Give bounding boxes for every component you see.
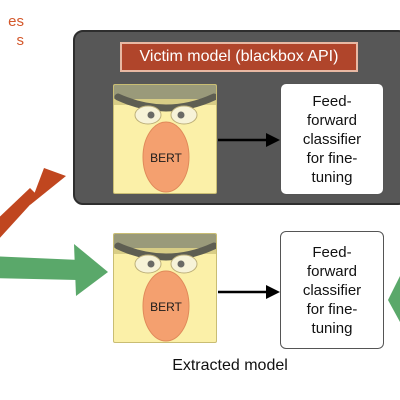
cropped-text-line: es xyxy=(8,13,24,30)
victim-model-title: Victim model (blackbox API) xyxy=(120,42,358,72)
classifier-line: forward xyxy=(306,111,357,129)
extracted-bert-label: BERT xyxy=(150,300,182,314)
classifier-line: Feed- xyxy=(312,92,352,110)
victim-bert-label: BERT xyxy=(150,151,182,165)
green-arrow-partial-icon xyxy=(388,276,400,322)
extracted-classifier-box: Feed- forward classifier for fine- tunin… xyxy=(280,231,384,349)
classifier-line: Feed- xyxy=(312,243,352,261)
classifier-line: for fine- xyxy=(306,300,358,318)
victim-classifier-box: Feed- forward classifier for fine- tunin… xyxy=(280,83,384,195)
classifier-line: forward xyxy=(306,262,357,280)
cropped-text-line: s xyxy=(16,32,25,49)
bert-face-icon xyxy=(114,85,216,193)
bert-face-icon xyxy=(114,234,216,342)
cropped-caption-text: es s xyxy=(0,12,24,50)
green-arrow-icon xyxy=(0,244,108,296)
extracted-model-caption: Extracted model xyxy=(172,357,288,374)
extracted-bert-card: BERT xyxy=(113,233,217,343)
classifier-text: Feed- forward classifier for fine- tunin… xyxy=(303,243,361,338)
classifier-line: tuning xyxy=(311,319,353,337)
extracted-flow-arrow-icon xyxy=(218,285,280,299)
classifier-line: tuning xyxy=(311,168,353,186)
classifier-line: classifier xyxy=(302,281,362,299)
victim-flow-arrow-icon xyxy=(218,133,280,147)
victim-bert-card: BERT xyxy=(113,84,217,194)
classifier-text: Feed- forward classifier for fine- tunin… xyxy=(303,92,361,187)
orange-arrow-icon xyxy=(0,168,66,238)
classifier-line: for fine- xyxy=(306,149,358,167)
classifier-line: classifier xyxy=(302,130,362,148)
